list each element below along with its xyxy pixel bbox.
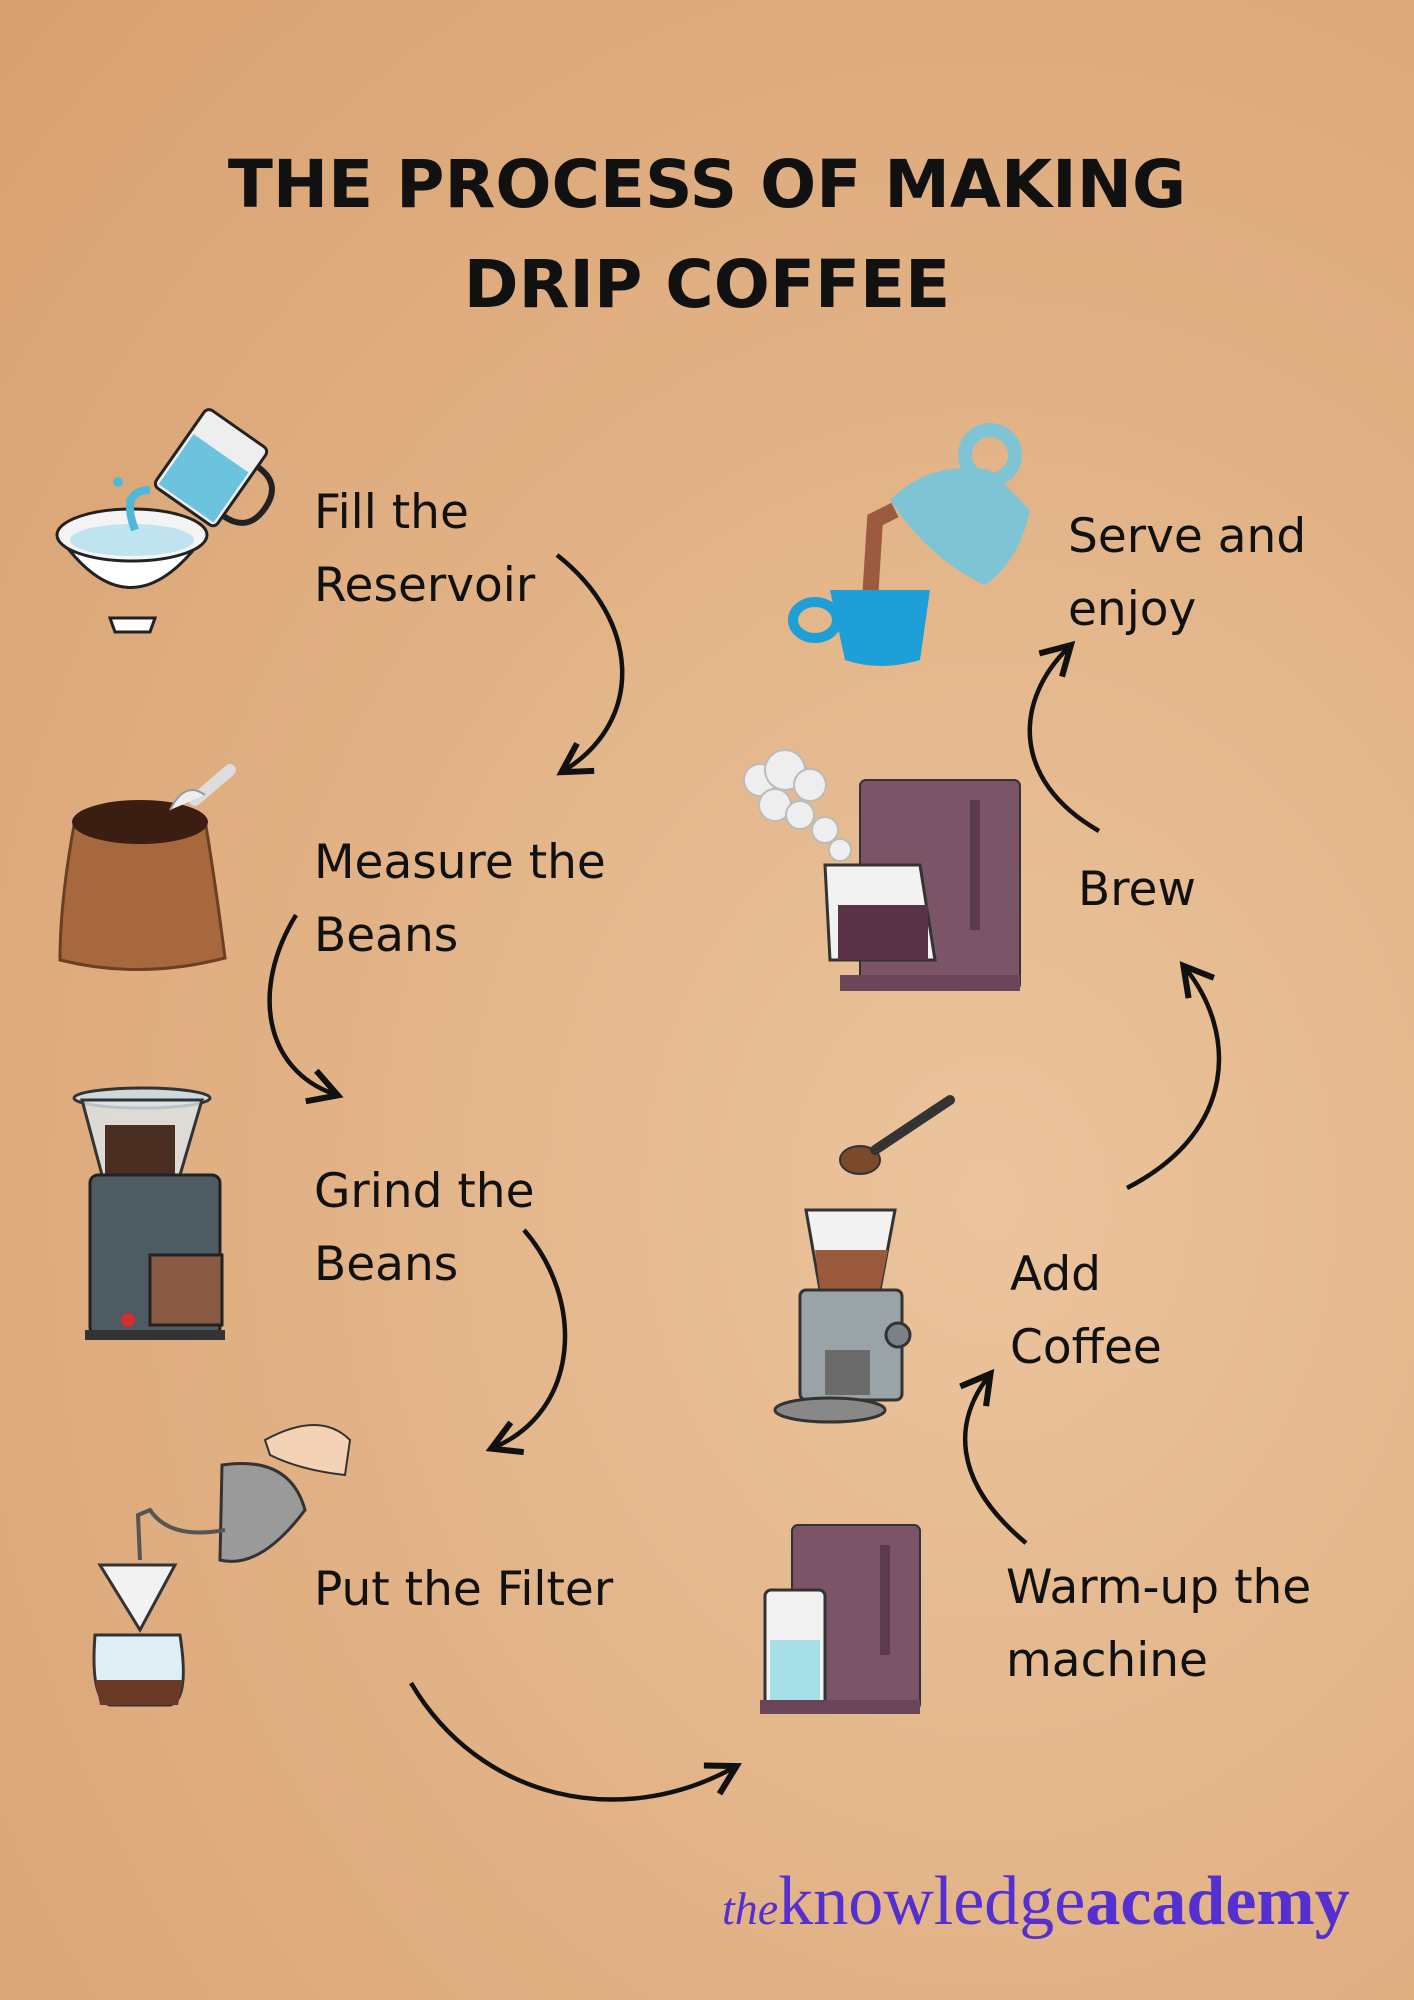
logo-academy: academy [1085, 1863, 1350, 1940]
step-measure-beans: Measure the Beans [314, 826, 606, 972]
step-serve: Serve and enjoy [1068, 500, 1306, 646]
coffee-machine-water-icon [760, 1524, 921, 1714]
arrow-5 [959, 1368, 1028, 1545]
arrow-6 [1125, 961, 1222, 1191]
arrow-3 [485, 1228, 568, 1456]
title-line-1: THE PROCESS OF MAKING [227, 146, 1187, 223]
step-put-filter: Put the Filter [314, 1553, 613, 1626]
step-label-line: Warm-up the [1006, 1560, 1312, 1615]
step-label-line: Add [1010, 1247, 1101, 1302]
arrow-2 [267, 913, 344, 1105]
brand-logo: theknowledgeacademy [722, 1862, 1350, 1942]
arrow-4 [409, 1681, 742, 1802]
step-label-line: machine [1006, 1633, 1208, 1688]
step-label-line: Brew [1078, 862, 1196, 917]
step-fill-reservoir: Fill the Reservoir [314, 476, 535, 622]
espresso-grinder-icon [773, 1095, 955, 1424]
step-label-line: Reservoir [314, 558, 536, 613]
pitcher-cup-icon [788, 423, 1030, 666]
steaming-coffee-machine-icon [743, 749, 1021, 991]
step-add-coffee: Add Coffee [1010, 1238, 1162, 1384]
logo-the: the [722, 1883, 779, 1934]
page-title: THE PROCESS OF MAKING DRIP COFFEE [0, 135, 1414, 335]
bean-grinder-icon [72, 1086, 225, 1340]
logo-knowledge: knowledge [778, 1863, 1086, 1940]
step-label-line: enjoy [1068, 582, 1197, 637]
step-label-line: Measure the [314, 835, 606, 890]
step-label-line: Fill the [314, 485, 469, 540]
step-label-line: Grind the [314, 1164, 535, 1219]
step-warm-up: Warm-up the machine [1006, 1551, 1311, 1697]
pour-over-kettle-icon [92, 1424, 352, 1707]
arrow-7 [1027, 640, 1101, 833]
water-pour-bowl-icon [55, 408, 275, 634]
step-label-line: Serve and [1068, 509, 1307, 564]
arrow-1 [555, 553, 625, 776]
coffee-bean-sack-icon [58, 764, 236, 972]
step-brew: Brew [1078, 853, 1196, 926]
step-label-line: Beans [314, 908, 459, 963]
step-grind-beans: Grind the Beans [314, 1155, 535, 1301]
step-label-line: Beans [314, 1237, 459, 1292]
step-label-line: Coffee [1010, 1320, 1162, 1375]
title-line-2: DRIP COFFEE [463, 246, 951, 323]
step-label-line: Put the Filter [314, 1562, 614, 1617]
